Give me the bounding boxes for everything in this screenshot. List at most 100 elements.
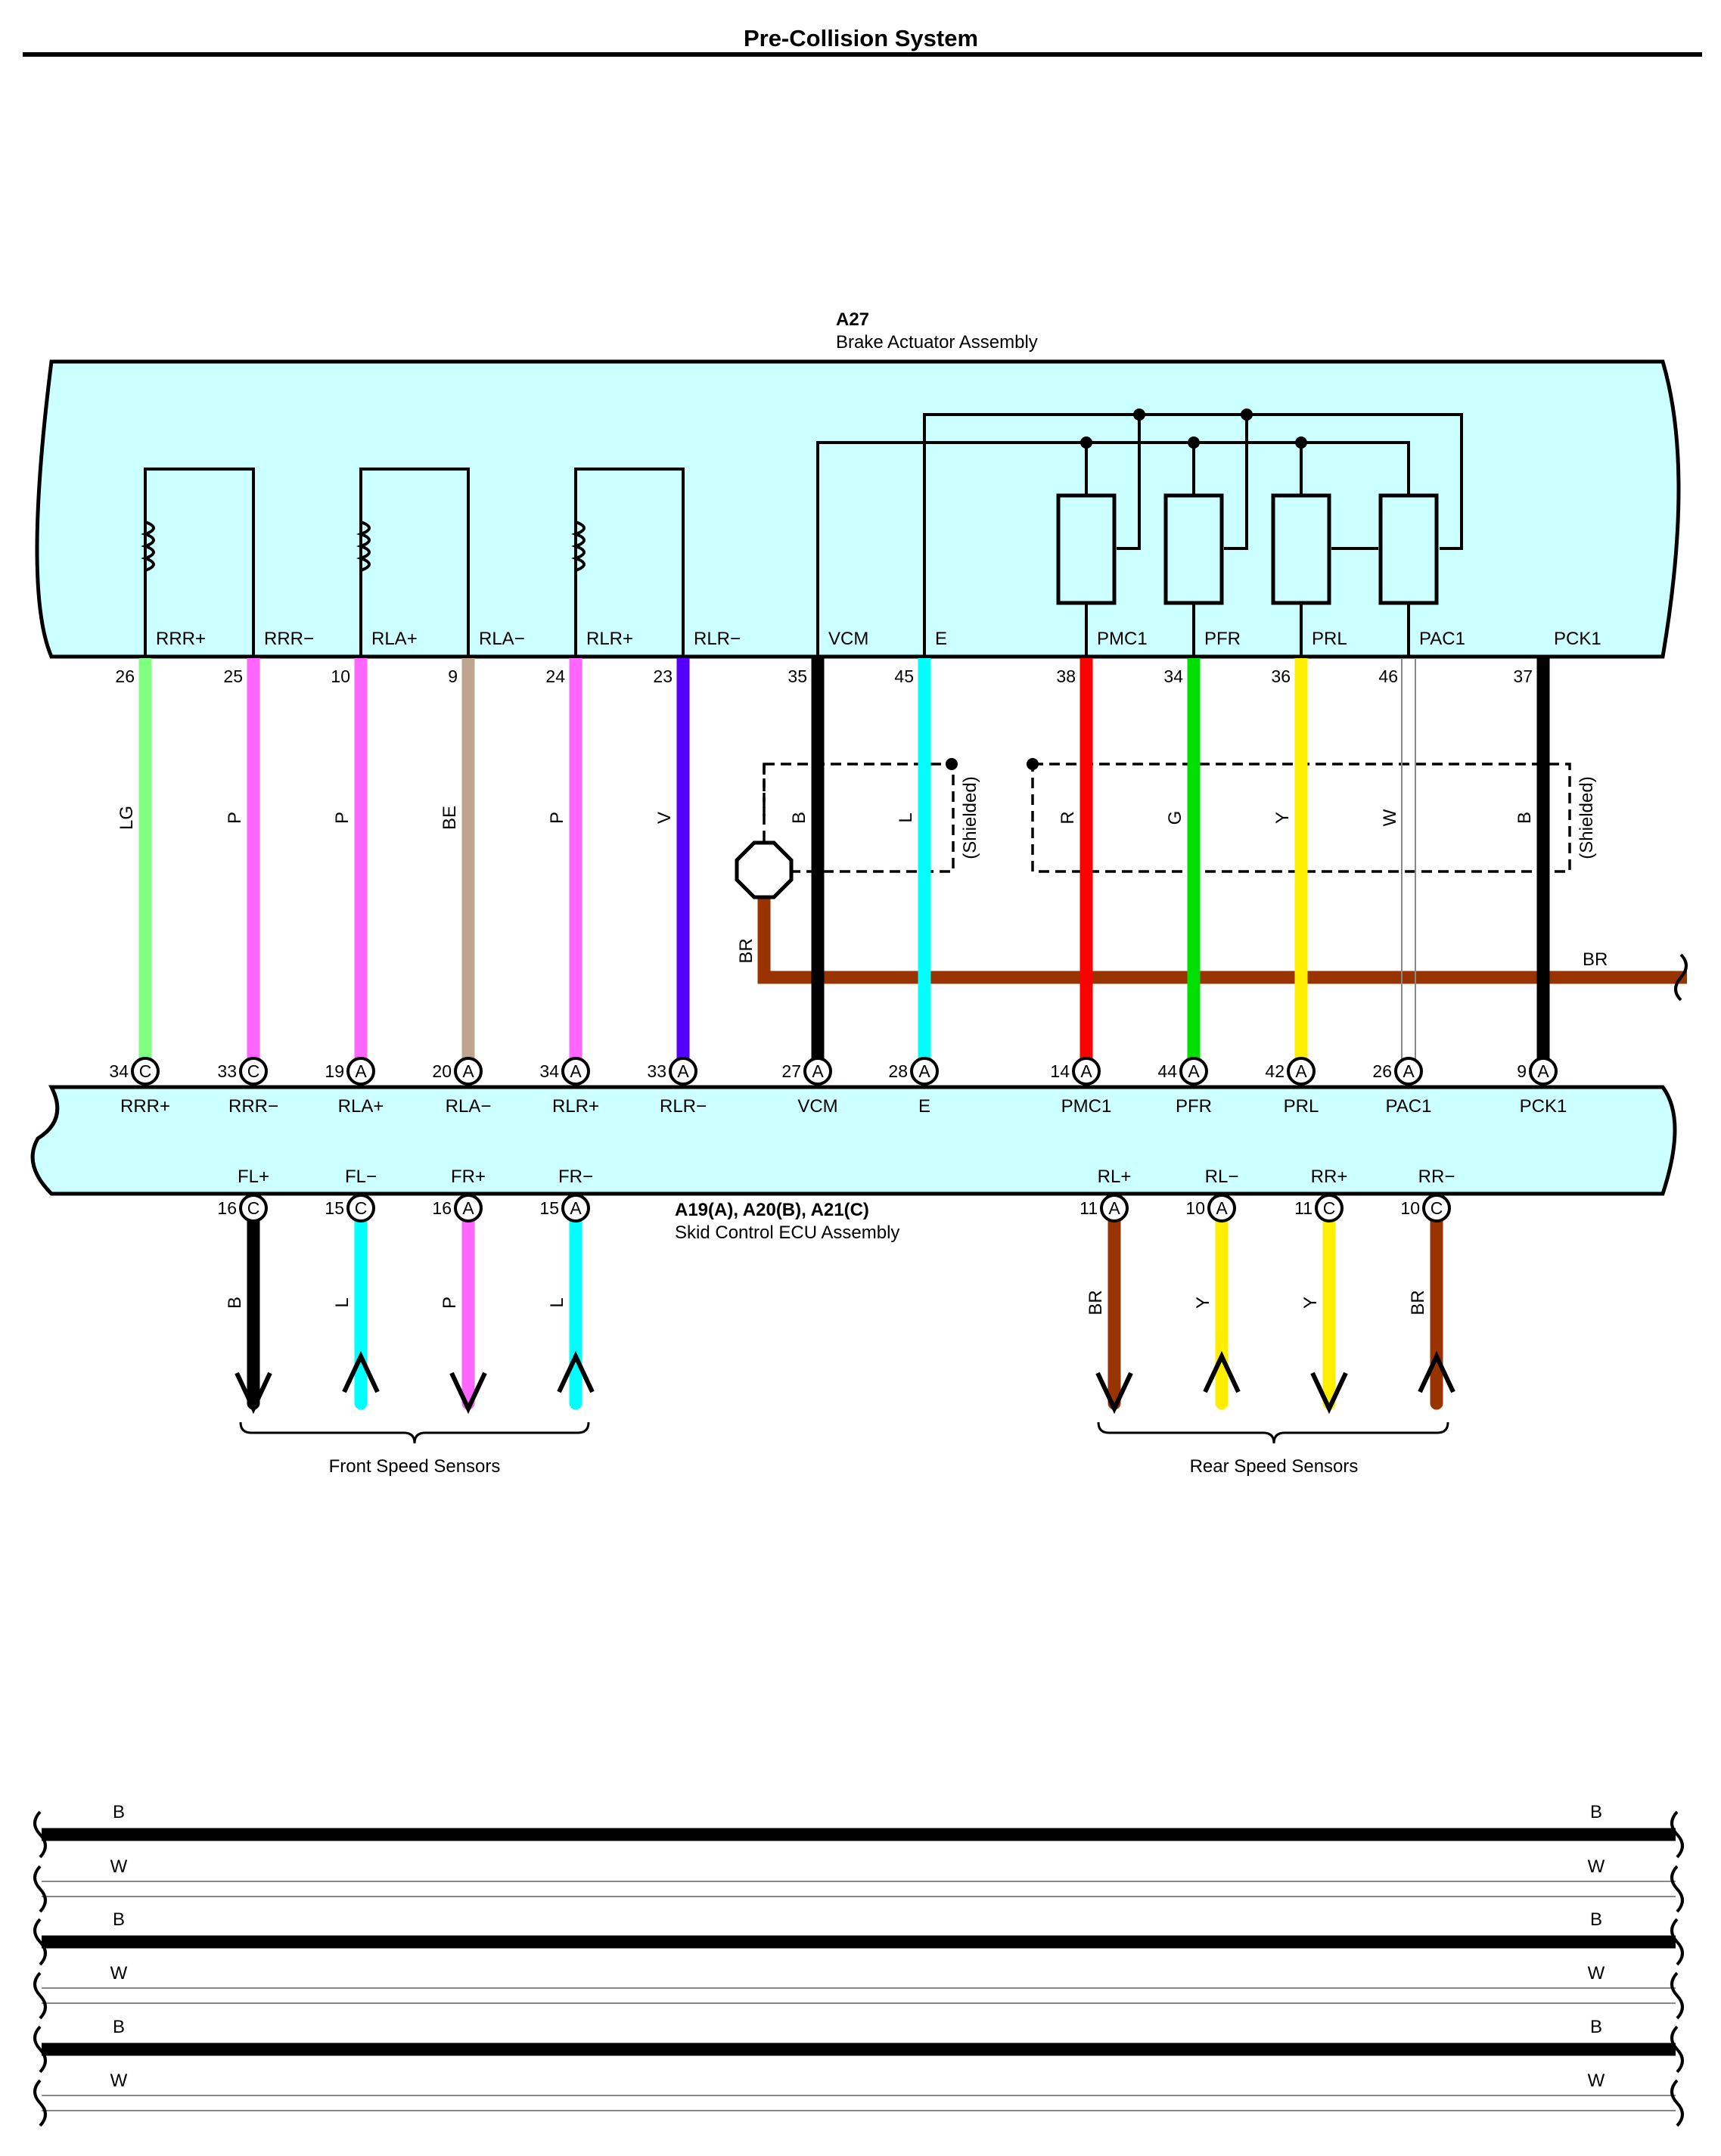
sensor-pin-label: FR+ [451, 1167, 486, 1187]
ecu-connector-circle [1179, 1057, 1208, 1086]
ecu-pin-label: PFR [1176, 1096, 1212, 1117]
actuator-pin-label: RLA+ [371, 629, 418, 649]
wire-color-code: G [1165, 811, 1185, 825]
actuator-pin-label: PFR [1204, 629, 1241, 649]
actuator-pin-label: RRR+ [156, 629, 206, 649]
sensor-wire-color: L [332, 1297, 353, 1307]
sensor-pin-number: 10 [1400, 1198, 1420, 1218]
actuator-pin-label: PCK1 [1554, 629, 1601, 649]
actuator-pin-label: VCM [828, 629, 868, 649]
arrow-up-icon [557, 1350, 595, 1393]
arrow-down-icon [1095, 1372, 1133, 1415]
brake-actuator-body [35, 359, 1681, 659]
actuator-pin-number: 38 [1056, 666, 1076, 686]
wire-break-right [1670, 1810, 1684, 1859]
sensor-pin-label: RL+ [1098, 1167, 1132, 1187]
ecu-connector-circle [1394, 1057, 1423, 1086]
actuator-pin-number: 37 [1513, 666, 1533, 686]
wire-color-code: P [225, 812, 245, 824]
ecu-connector-letter: A [812, 1061, 824, 1081]
arrow-down-icon [235, 1372, 272, 1415]
bottom-wire-color: B [113, 2017, 125, 2037]
circuits-layer: RRR+26LGC34RRR+RRR−25PC33RRR−RLA+10PA19R… [109, 629, 1601, 1117]
wire-break-left [33, 1971, 47, 2020]
ecu-connector-letter: A [570, 1061, 582, 1081]
actuator-pin-number: 26 [115, 666, 135, 686]
bottom-wire-color: W [110, 1963, 128, 1984]
ecu-connector-letter: A [1188, 1061, 1200, 1081]
sensor-connector-letter: A [1108, 1198, 1120, 1218]
sensor-connector-letter: A [1216, 1198, 1228, 1218]
ecu-connector-circle [454, 1057, 483, 1086]
ecu-pin-number: 34 [539, 1061, 559, 1081]
actuator-code: A27 [836, 309, 869, 330]
actuator-pin-number: 23 [653, 666, 673, 686]
arrow-up-icon [1203, 1350, 1241, 1393]
sensor-connector-circle [239, 1194, 268, 1222]
ecu-connector-letter: A [462, 1061, 474, 1081]
ecu-code: A19(A), A20(B), A21(C) [675, 1200, 869, 1220]
sensor-connector-circle [1315, 1194, 1344, 1222]
bottom-wire-color: B [1590, 2017, 1602, 2037]
sensor-pin-label: RR+ [1311, 1167, 1348, 1187]
ecu-connector-circle [803, 1057, 832, 1086]
skid-control-ecu-body [30, 1085, 1677, 1196]
actuator-pin-label: PMC1 [1097, 629, 1148, 649]
actuator-pin-number: 10 [331, 666, 350, 686]
ecu-pin-label: RLA− [446, 1096, 492, 1117]
sensor-connector-letter: A [570, 1198, 582, 1218]
ecu-pin-label: RLA+ [338, 1096, 384, 1117]
ecu-pin-number: 33 [217, 1061, 237, 1081]
ground-wire-break [1674, 953, 1688, 1002]
shield-dot [946, 758, 958, 770]
ecu-connector-circle [669, 1057, 697, 1086]
ecu-connector-letter: C [139, 1061, 152, 1081]
ecu-pin-number: 27 [781, 1061, 801, 1081]
wire-break-left [33, 2025, 47, 2074]
wire-color-code: L [896, 812, 916, 822]
wire-break-left [33, 2079, 47, 2127]
ecu-pin-label: PRL [1284, 1096, 1319, 1117]
bottom-wire-color: B [113, 1802, 125, 1822]
sensor-wire-color: BR [1408, 1290, 1428, 1315]
wire-break-left [33, 1918, 47, 1966]
wire-break-right [1670, 2025, 1684, 2074]
ecu-pin-label: RRR− [228, 1096, 278, 1117]
sensor-connector-circle [1207, 1194, 1236, 1222]
ground-wire [757, 896, 1687, 984]
sensor-pin-label: FR− [558, 1167, 593, 1187]
sensor-connector-letter: C [1431, 1198, 1443, 1218]
sensor-pin-label: RR− [1418, 1167, 1455, 1187]
actuator-pin-number: 9 [448, 666, 458, 686]
ecu-connector-circle [1287, 1057, 1316, 1086]
sensors-layer: FL+C16BFL−C15LFR+A16PFR−A15LRL+A11BRRL−A… [217, 1167, 1455, 1415]
front-sensors-label: Front Speed Sensors [329, 1456, 501, 1477]
actuator-pin-label: PRL [1312, 629, 1347, 649]
actuator-pin-number: 45 [894, 666, 914, 686]
rla-coil [356, 468, 470, 657]
ecu-connector-letter: C [247, 1061, 260, 1081]
wire-break-right [1670, 1865, 1684, 1913]
wire-break-left [33, 1865, 47, 1913]
ecu-pin-number: 20 [432, 1061, 452, 1081]
ecu-pin-number: 9 [1517, 1061, 1527, 1081]
wire-color-code: LG [116, 806, 137, 830]
sensor-wire-color: Y [1193, 1297, 1213, 1309]
junction-dots [1080, 409, 1307, 449]
sensor-wire-color: P [440, 1297, 460, 1309]
bottom-wire-color: B [1590, 1802, 1602, 1822]
ground-wire-color: BR [736, 938, 756, 963]
bottom-wire-color: W [110, 2071, 128, 2091]
bottom-wire-color: W [1588, 2071, 1605, 2091]
